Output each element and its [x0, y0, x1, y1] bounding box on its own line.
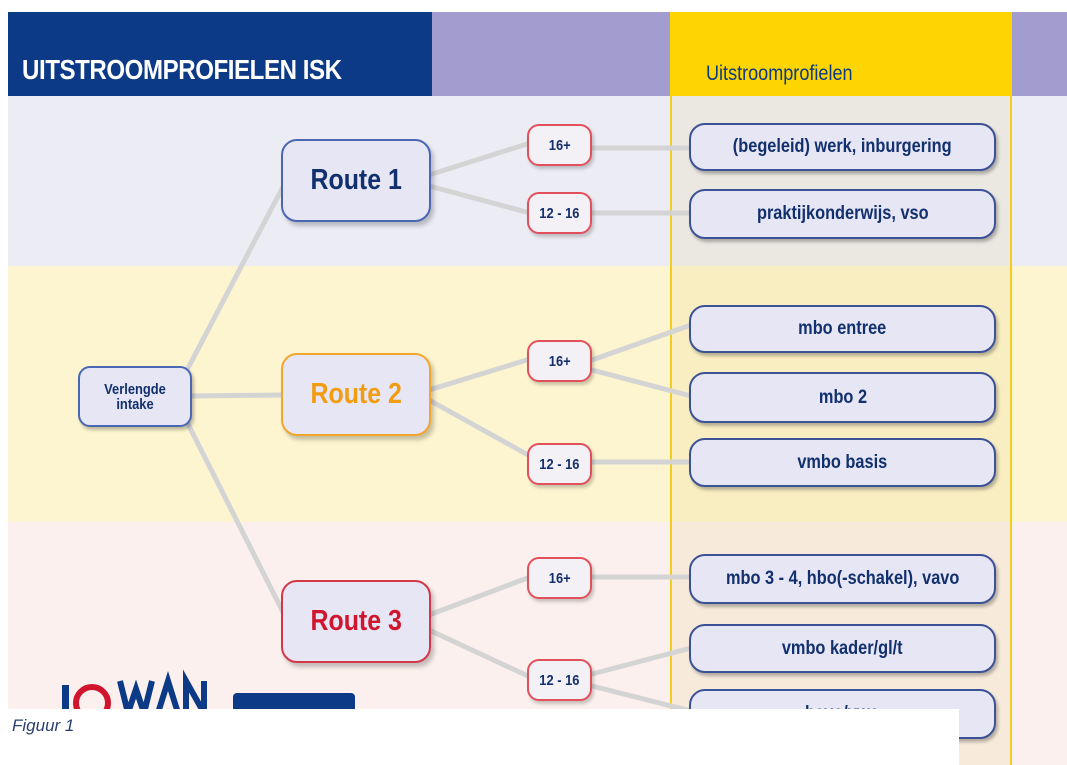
age-node-route1-12-16: 12 - 16: [527, 192, 592, 234]
connector-route2-age3: [426, 356, 533, 393]
connector-intake-route1: [183, 178, 289, 375]
route-3-node: Route 3: [281, 580, 431, 663]
profiles-column-left-border: [670, 96, 672, 765]
age-label: 12 - 16: [539, 204, 580, 222]
profile-label: (begeleid) werk, inburgering: [733, 136, 952, 157]
header-edge: [1012, 12, 1067, 96]
route-1-label: Route 1: [310, 164, 402, 196]
age-node-route3-16plus: 16+: [527, 557, 592, 599]
profiles-column-header: [670, 12, 1012, 96]
profile-node: mbo 3 - 4, hbo(-schakel), vavo: [689, 554, 996, 604]
profile-label: praktijkonderwijs, vso: [756, 203, 929, 224]
profile-label: vmbo kader/gl/t: [782, 637, 903, 659]
connector-intake-route2: [189, 392, 286, 399]
profile-node: (begeleid) werk, inburgering: [689, 123, 996, 171]
age-label: 16+: [548, 569, 571, 587]
caption-box: [8, 709, 959, 765]
connector-route1-age1: [426, 140, 533, 178]
connector-age6-profile7: [589, 645, 694, 677]
connector-intake-route3: [183, 417, 291, 625]
profiles-column-title: Uitstroomprofielen: [706, 62, 853, 85]
connector-route3-age6: [426, 627, 533, 680]
header-spacer: [432, 12, 670, 96]
figure-caption: Figuur 1: [12, 716, 75, 735]
profile-label: mbo entree: [798, 318, 887, 339]
profile-node: praktijkonderwijs, vso: [689, 189, 996, 239]
connector-route3-age5: [426, 574, 533, 618]
connector-age3-profile4: [589, 367, 694, 399]
verlengde-intake-label: Verlengde intake: [104, 380, 166, 413]
age-label: 12 - 16: [539, 455, 580, 473]
age-node-route2-16plus: 16+: [527, 340, 592, 382]
route-2-label: Route 2: [310, 378, 402, 410]
route-1-node: Route 1: [281, 139, 431, 222]
diagram-title: UITSTROOMPROFIELEN ISK: [22, 54, 342, 85]
profile-label: vmbo basis: [797, 451, 888, 473]
age-label: 16+: [548, 136, 571, 154]
partial-logo-badge: [233, 693, 355, 713]
verlengde-intake-node: Verlengde intake: [78, 366, 192, 427]
connector-age6-profile8: [589, 683, 694, 714]
profile-node: mbo 2: [689, 372, 996, 423]
connector-age3-profile3: [589, 322, 694, 363]
age-label: 12 - 16: [539, 671, 580, 689]
profiles-column-right-border: [1010, 96, 1012, 765]
route-3-label: Route 3: [310, 605, 402, 637]
profile-label: mbo 2: [818, 386, 867, 408]
profile-node: mbo entree: [689, 305, 996, 353]
profile-node: vmbo kader/gl/t: [689, 624, 996, 673]
profile-node: vmbo basis: [689, 438, 996, 487]
connector-route1-age2: [426, 183, 533, 216]
route-2-node: Route 2: [281, 353, 431, 436]
age-node-route3-12-16: 12 - 16: [527, 659, 592, 701]
logo-icon: [62, 669, 207, 725]
age-node-route1-16plus: 16+: [527, 124, 592, 166]
connector-route2-age4: [426, 397, 533, 459]
age-label: 16+: [548, 352, 571, 370]
header-title-bar: [8, 12, 432, 96]
age-node-route2-12-16: 12 - 16: [527, 443, 592, 485]
profile-label: mbo 3 - 4, hbo(-schakel), vavo: [725, 568, 960, 589]
